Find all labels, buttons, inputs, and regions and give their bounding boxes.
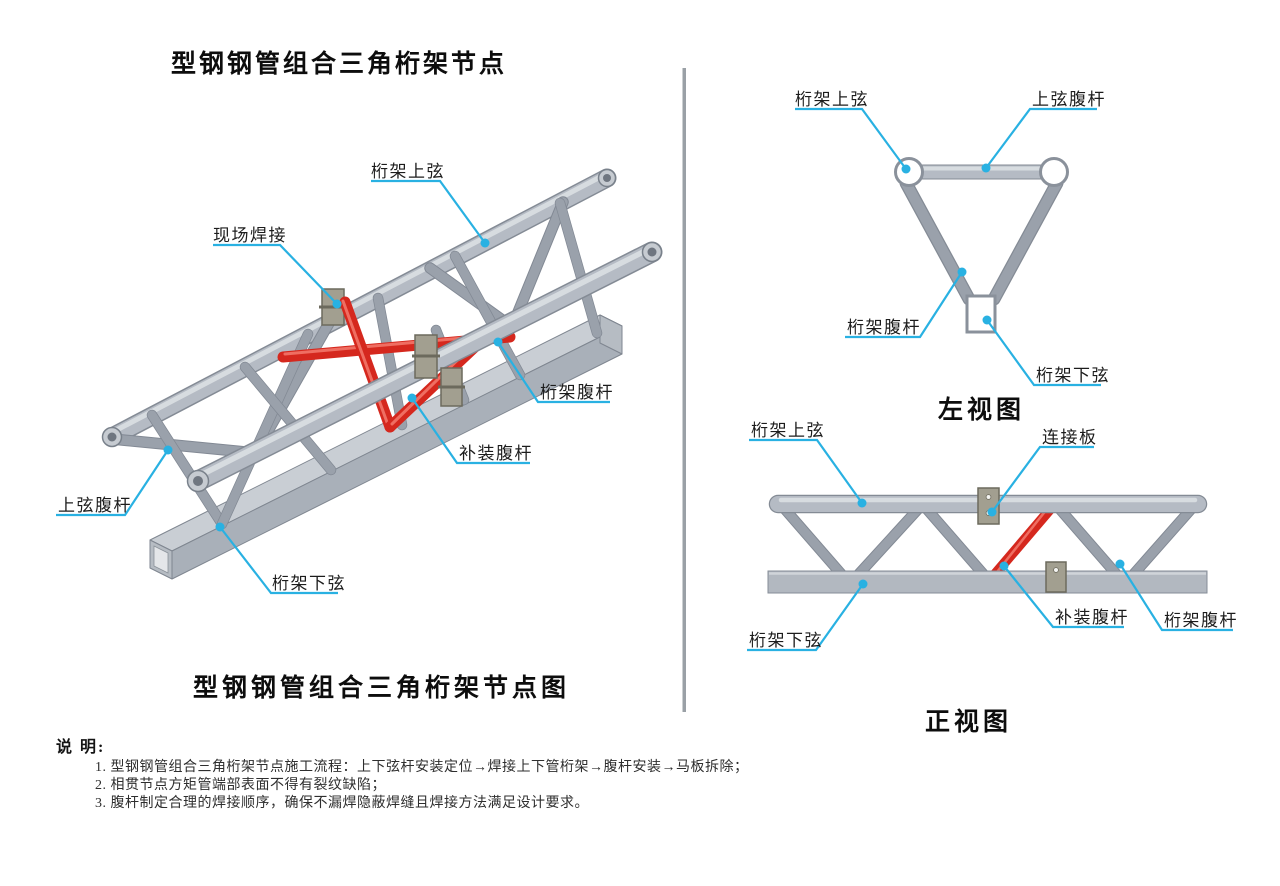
page-title: 型钢钢管组合三角桁架节点 (171, 51, 508, 78)
label-left-top-lacing: 上弦腹杆 (1032, 90, 1106, 109)
label-front-supplementary-web: 补装腹杆 (1055, 608, 1129, 627)
iso-view-caption: 型钢钢管组合三角桁架节点图 (193, 675, 571, 702)
label-front-truss-web: 桁架腹杆 (1164, 611, 1238, 630)
divider-line (682, 68, 686, 712)
label-front-top-chord: 桁架上弦 (751, 421, 825, 440)
label-iso-bottom-chord: 桁架下弦 (272, 574, 346, 593)
iso-leader-lines (56, 179, 610, 595)
iso-truss-view (56, 168, 663, 595)
front-view-leader-lines (747, 438, 1233, 652)
connection-plate-bottom (1045, 561, 1067, 593)
side-view-web-tubes (899, 176, 1064, 306)
label-iso-top-chord: 桁架上弦 (371, 162, 445, 181)
tube-end-caps (101, 168, 663, 493)
label-iso-truss-web: 桁架腹杆 (540, 383, 614, 402)
left-view-leader-lines (795, 107, 1101, 387)
note-item-1: 1. 型钢钢管组合三角桁架节点施工流程：上下弦杆安装定位→焊接上下管桁架→腹杆安… (95, 760, 749, 775)
label-front-bottom-chord: 桁架下弦 (749, 631, 823, 650)
label-left-truss-web: 桁架腹杆 (847, 318, 921, 337)
label-iso-field-weld: 现场焊接 (213, 226, 287, 245)
label-iso-supplementary-web: 补装腹杆 (459, 444, 533, 463)
front-view-bottom-chord (767, 570, 1208, 594)
label-left-bottom-chord: 桁架下弦 (1036, 366, 1110, 385)
left-side-view (795, 107, 1101, 387)
truss-web-tubes (146, 197, 603, 530)
front-view-caption: 正视图 (925, 709, 1013, 736)
left-view-caption: 左视图 (938, 397, 1026, 424)
note-item-2: 2. 相贯节点方矩管端部表面不得有裂纹缺陷； (95, 778, 386, 793)
label-iso-top-lacing: 上弦腹杆 (58, 496, 132, 515)
front-view-web-bars (777, 501, 1199, 582)
connection-plates-iso (412, 334, 465, 407)
front-elevation-view (747, 438, 1233, 652)
rear-top-chord-tube (102, 168, 617, 447)
top-chord-section-circle (1039, 157, 1069, 187)
notes-heading: 说 明: (56, 739, 106, 756)
note-item-3: 3. 腹杆制定合理的焊接顺序，确保不漏焊隐蔽焊缝且焊接方法满足设计要求。 (95, 796, 589, 811)
label-front-connection-plate: 连接板 (1042, 428, 1098, 447)
label-left-top-chord: 桁架上弦 (795, 90, 869, 109)
